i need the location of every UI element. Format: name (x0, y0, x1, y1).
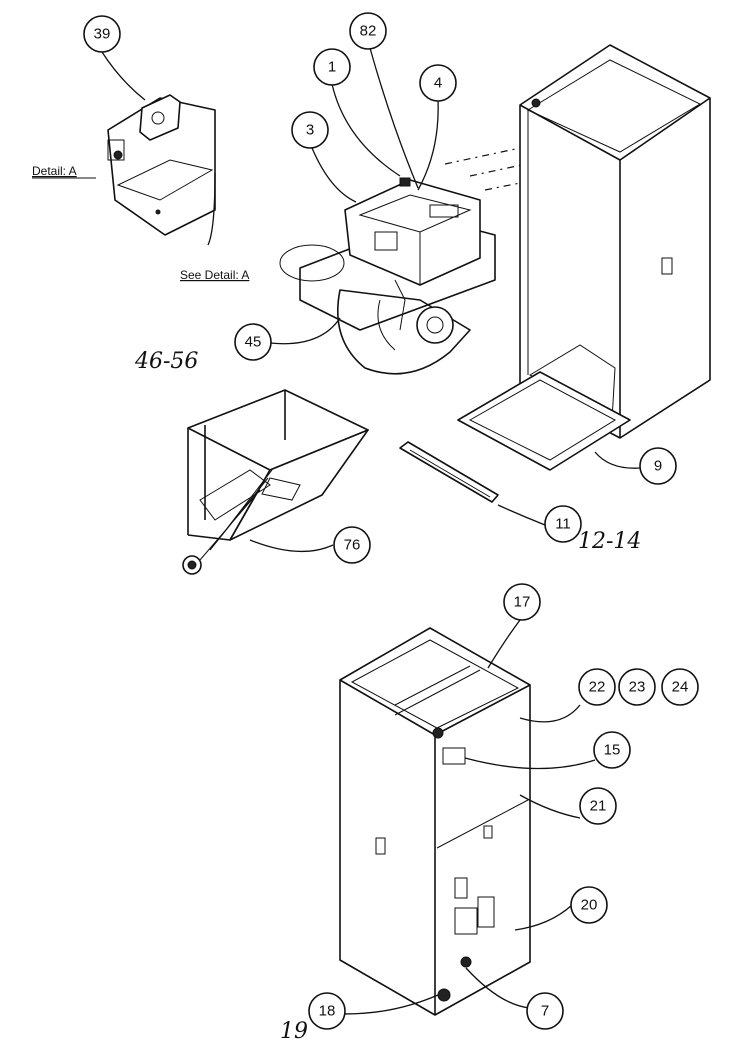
handwritten-12-14: 12-14 (578, 529, 641, 554)
handwritten-19: 19 (280, 1019, 308, 1044)
callout-45: 45 (234, 323, 272, 361)
svg-text:18: 18 (319, 1003, 336, 1020)
svg-text:23: 23 (629, 679, 646, 696)
svg-text:9: 9 (654, 458, 662, 475)
callout-11: 11 (544, 505, 582, 543)
callout-3: 3 (291, 111, 329, 149)
coil-assembly (182, 389, 369, 575)
svg-text:21: 21 (590, 798, 607, 815)
detail-a-label: Detail: A (32, 164, 77, 178)
svg-text:4: 4 (434, 75, 442, 92)
callout-22: 22 (578, 668, 616, 706)
callout-21: 21 (579, 787, 617, 825)
detail-a-bracket (107, 94, 216, 236)
rail-part (399, 441, 499, 503)
svg-text:76: 76 (344, 537, 361, 554)
callout-82: 82 (349, 12, 387, 50)
callout-76: 76 (333, 526, 371, 564)
callout-39: 39 (83, 15, 121, 53)
callout-24: 24 (661, 668, 699, 706)
svg-text:22: 22 (589, 679, 606, 696)
upper-cabinet (457, 44, 711, 471)
svg-text:11: 11 (555, 516, 571, 533)
see-detail-a-label: See Detail: A (180, 268, 249, 282)
callout-20: 20 (570, 886, 608, 924)
svg-text:82: 82 (360, 23, 377, 40)
svg-text:20: 20 (581, 897, 598, 914)
svg-text:7: 7 (541, 1003, 549, 1020)
callout-4: 4 (419, 64, 457, 102)
callout-18: 18 (308, 992, 346, 1030)
svg-text:45: 45 (245, 334, 262, 351)
lower-cabinet (339, 627, 531, 1016)
blower-assembly (299, 177, 496, 375)
see-detail-circle (279, 244, 345, 282)
callout-9: 9 (639, 447, 677, 485)
svg-text:39: 39 (94, 26, 111, 43)
svg-text:15: 15 (604, 742, 621, 759)
leader-lines (101, 47, 641, 1015)
svg-text:17: 17 (514, 594, 531, 611)
svg-text:3: 3 (306, 122, 314, 139)
callout-17: 17 (503, 583, 541, 621)
svg-text:1: 1 (328, 59, 336, 76)
handwritten-46-56: 46-56 (134, 349, 198, 374)
callout-23: 23 (618, 668, 656, 706)
callout-7: 7 (526, 992, 564, 1030)
svg-text:24: 24 (672, 679, 689, 696)
callout-1: 1 (313, 48, 351, 86)
callout-15: 15 (593, 731, 631, 769)
